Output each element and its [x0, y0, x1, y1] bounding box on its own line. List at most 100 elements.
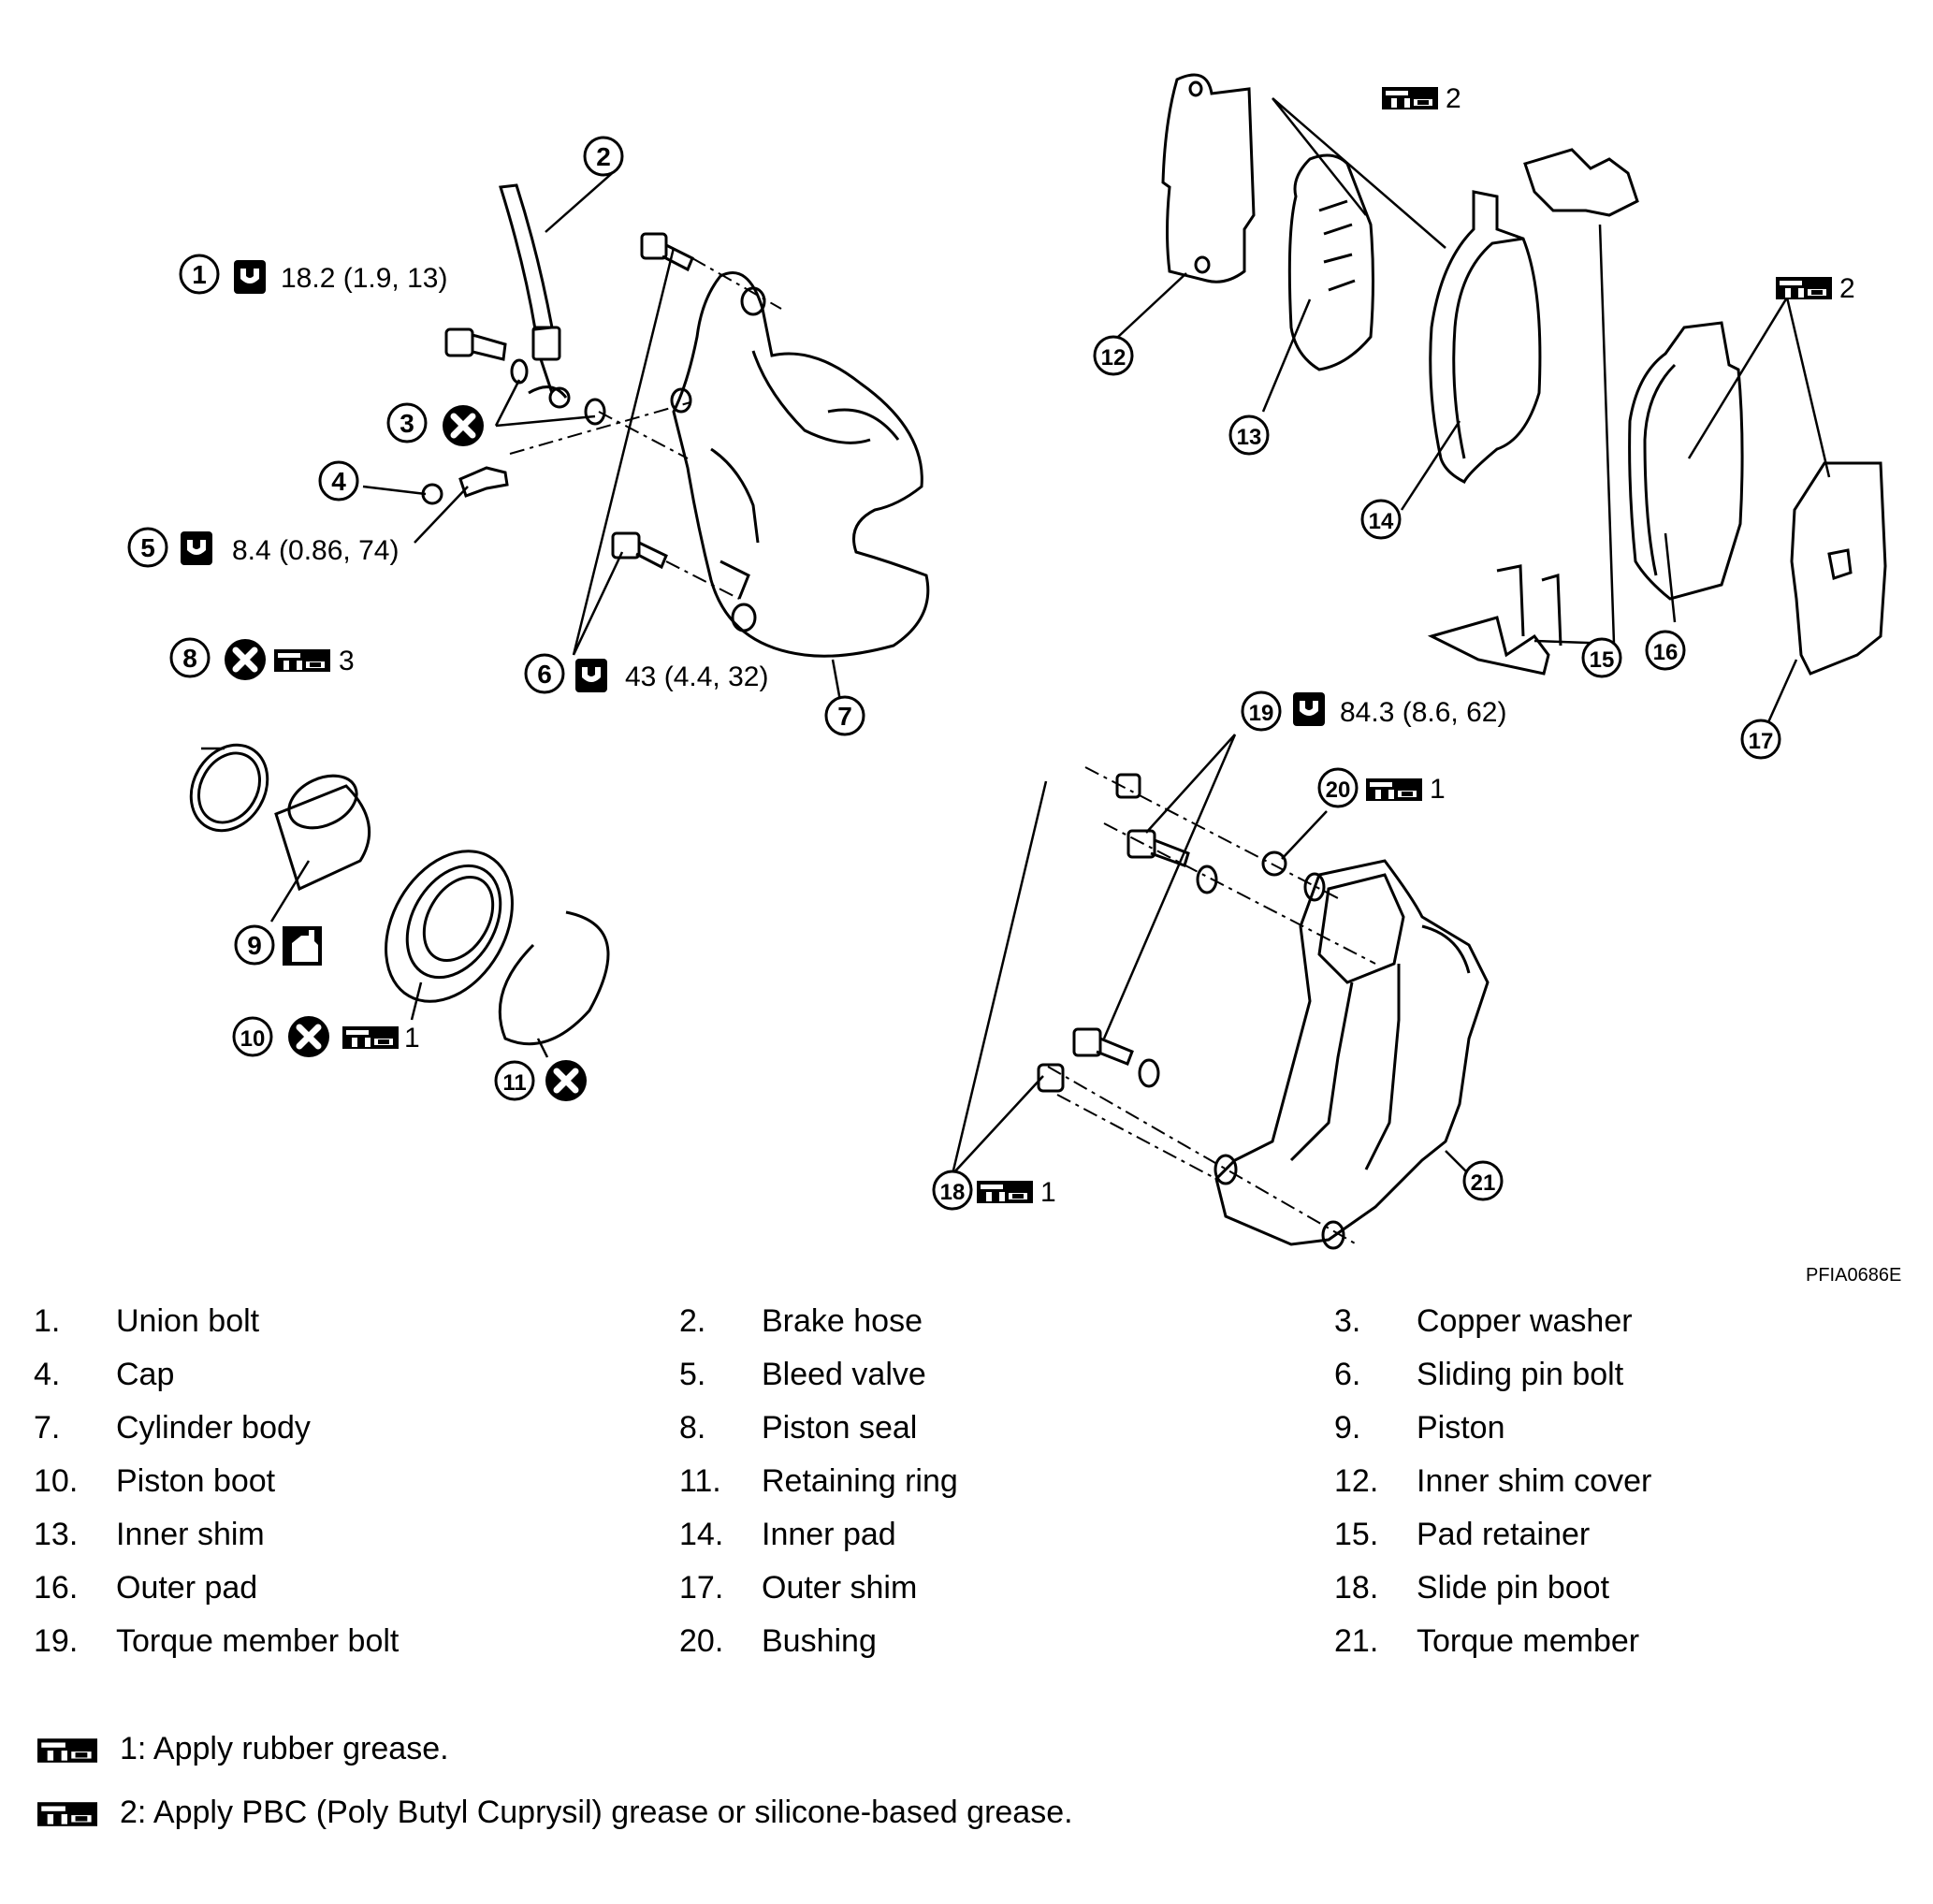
callout-7: 7	[824, 695, 865, 736]
sliding-pin-bolt-drawing	[611, 232, 694, 570]
svg-text:13: 13	[1237, 425, 1262, 450]
sliding-pin-bolt-torque: 43 (4.4, 32)	[625, 661, 768, 692]
callout-10: 10	[232, 1016, 273, 1057]
legend-part-name: Torque member bolt	[116, 1623, 400, 1659]
svg-text:20: 20	[1326, 778, 1351, 803]
legend-number: 9.	[1334, 1410, 1361, 1446]
axis-lines	[509, 257, 1376, 1245]
legend-number: 18.	[1334, 1570, 1379, 1606]
outer-shim-grease-ref: 2	[1839, 273, 1855, 304]
bleed-valve-torque: 8.4 (0.86, 74)	[232, 535, 399, 566]
callout-13: 13	[1228, 414, 1270, 456]
callout-3: 3	[386, 402, 428, 443]
bleed-valve-drawing	[421, 466, 509, 505]
svg-text:16: 16	[1653, 640, 1679, 665]
legend-part-name: Bushing	[762, 1623, 877, 1659]
legend-part-name: Brake hose	[762, 1303, 923, 1339]
legend-part-name: Inner pad	[762, 1517, 896, 1552]
slide-pin-boot-grease-ref: 1	[1040, 1177, 1056, 1208]
legend-part-name: Sliding pin bolt	[1417, 1357, 1624, 1392]
legend-number: 14.	[679, 1517, 724, 1552]
svg-text:6: 6	[537, 660, 552, 689]
legend-part-name: Piston	[1417, 1410, 1505, 1446]
legend-number: 10.	[34, 1463, 79, 1499]
svg-text:5: 5	[140, 533, 155, 562]
legend-number: 21.	[1334, 1623, 1379, 1659]
callout-12: 12	[1093, 335, 1134, 376]
callout-17: 17	[1740, 719, 1781, 760]
svg-text:7: 7	[837, 702, 852, 731]
legend-part-name: Torque member	[1417, 1623, 1640, 1659]
callout-16: 16	[1645, 630, 1686, 671]
callout-15: 15	[1581, 637, 1622, 678]
svg-text:3: 3	[400, 409, 414, 438]
legend-number: 13.	[34, 1517, 79, 1552]
legend-part-name: Slide pin boot	[1417, 1570, 1610, 1606]
torque-member-bolt-torque: 84.3 (8.6, 62)	[1340, 697, 1506, 728]
callout-21: 21	[1462, 1160, 1504, 1201]
figure-code: PFIA0686E	[1806, 1265, 1902, 1286]
legend-part-name: Pad retainer	[1417, 1517, 1591, 1552]
callout-1: 1	[179, 254, 220, 295]
legend-part-name: Union bolt	[116, 1303, 260, 1339]
svg-text:17: 17	[1749, 729, 1774, 754]
leader-lines	[201, 97, 1831, 1175]
callout-14: 14	[1360, 499, 1402, 540]
legend-part-name: Inner shim	[116, 1517, 265, 1552]
svg-text:15: 15	[1590, 647, 1615, 673]
union-bolt-torque: 18.2 (1.9, 13)	[281, 263, 447, 294]
callout-8: 8	[169, 637, 211, 678]
callout-20: 20	[1317, 767, 1359, 808]
callout-18: 18	[932, 1170, 973, 1211]
inner-shim-grease-ref: 2	[1446, 83, 1461, 114]
piston-boot-grease-ref: 1	[404, 1023, 420, 1054]
torque-member-drawing	[1214, 859, 1490, 1250]
svg-text:10: 10	[240, 1026, 266, 1052]
legend-part-name: Cylinder body	[116, 1410, 311, 1446]
legend-part-name: Retaining ring	[762, 1463, 958, 1499]
svg-text:11: 11	[502, 1070, 526, 1096]
legend-part-name: Inner shim cover	[1417, 1463, 1652, 1499]
piston-parts-drawing	[189, 743, 610, 1046]
brake-fluid-icon	[283, 926, 322, 966]
legend-part-name: Outer pad	[116, 1570, 258, 1606]
legend-part-name: Copper washer	[1417, 1303, 1633, 1339]
do-not-reuse-icon	[225, 405, 587, 1101]
bushing-grease-ref: 1	[1430, 774, 1446, 805]
legend-part-name: Bleed valve	[762, 1357, 926, 1392]
grease-note-text: 2: Apply PBC (Poly Butyl Cuprysil) greas…	[120, 1795, 1073, 1830]
legend-number: 5.	[679, 1357, 706, 1392]
callout-6: 6	[524, 653, 565, 694]
legend-number: 15.	[1334, 1517, 1379, 1552]
legend-number: 20.	[679, 1623, 724, 1659]
grease-icon	[37, 1802, 97, 1826]
pad-parts-drawing	[1161, 73, 1887, 676]
svg-text:8: 8	[182, 644, 197, 673]
legend-number: 19.	[34, 1623, 79, 1659]
legend-part-name: Cap	[116, 1357, 175, 1392]
legend-number: 16.	[34, 1570, 79, 1606]
svg-text:19: 19	[1249, 701, 1274, 726]
legend-number: 4.	[34, 1357, 61, 1392]
legend-number: 6.	[1334, 1357, 1361, 1392]
legend-number: 1.	[34, 1303, 61, 1339]
brake-hose-drawing	[499, 183, 571, 409]
legend-number: 12.	[1334, 1463, 1379, 1499]
legend-number: 8.	[679, 1410, 706, 1446]
union-bolt-drawing	[444, 327, 606, 426]
piston-seal-grease-ref: 3	[339, 646, 355, 676]
callout-5: 5	[127, 527, 168, 568]
callout-9: 9	[234, 924, 275, 966]
exploded-diagram: 18.2 (1.9, 13) 8.4 (0.86, 74) 43 (4.4, 3…	[127, 73, 1887, 1250]
legend-number: 3.	[1334, 1303, 1361, 1339]
svg-text:4: 4	[331, 467, 346, 496]
svg-text:1: 1	[192, 260, 207, 289]
svg-text:2: 2	[596, 142, 611, 171]
legend-part-name: Outer shim	[762, 1570, 918, 1606]
cylinder-body-drawing	[670, 271, 930, 658]
grease-icon	[37, 1738, 97, 1763]
legend-part-name: Piston seal	[762, 1410, 918, 1446]
grease-note-text: 1: Apply rubber grease.	[120, 1731, 449, 1766]
legend-number: 7.	[34, 1410, 61, 1446]
